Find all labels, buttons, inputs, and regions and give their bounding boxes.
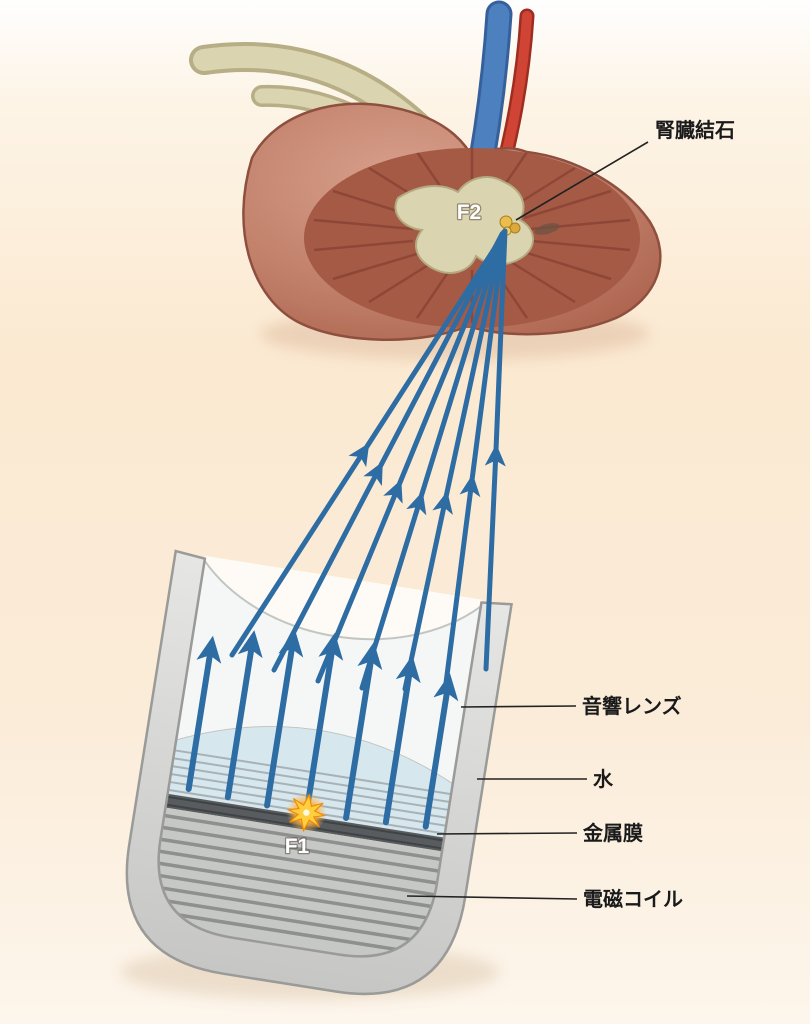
f2-label: F2 [457,201,482,224]
shockwave-arrow [402,230,506,692]
leader-line-electromagnetic-coil [406,895,578,900]
leader-line-kidney-stone [515,141,649,221]
shockwave-arrow [359,231,505,691]
shockwave-arrow [315,233,504,684]
leader-line-metal-membrane [436,832,578,835]
shockwave-arrow [443,229,507,686]
coil-windings [148,813,442,956]
internal-wave-arrow [422,673,459,830]
water-label: 水 [593,768,614,791]
cup-interior [204,555,482,640]
internal-wave-arrow [264,629,304,809]
metal-membrane-label: 金属膜 [582,821,643,845]
leader-line-acoustic-lens [460,705,577,708]
internal-wave-arrow [185,635,222,793]
acoustic-lens-label: 音響レンズ [582,694,682,718]
shockwave-arrow [483,228,508,672]
kidney-stone-label: 腎臓結石 [655,118,735,142]
kidney-illustration [189,0,662,341]
shockwave-arrow [271,235,503,673]
electromagnetic-coil-label: 電磁コイル [583,887,683,911]
internal-wave-arrow [303,632,344,815]
lithotripter-device [125,549,513,996]
internal-wave-arrow [224,630,263,801]
internal-wave-arrow [343,641,383,821]
shockwave-arrow [229,237,503,658]
calyx-slit [534,223,560,235]
shockwave-beam [229,228,508,692]
f1-spark-icon [286,792,327,833]
f1-label: F1 [285,835,310,858]
